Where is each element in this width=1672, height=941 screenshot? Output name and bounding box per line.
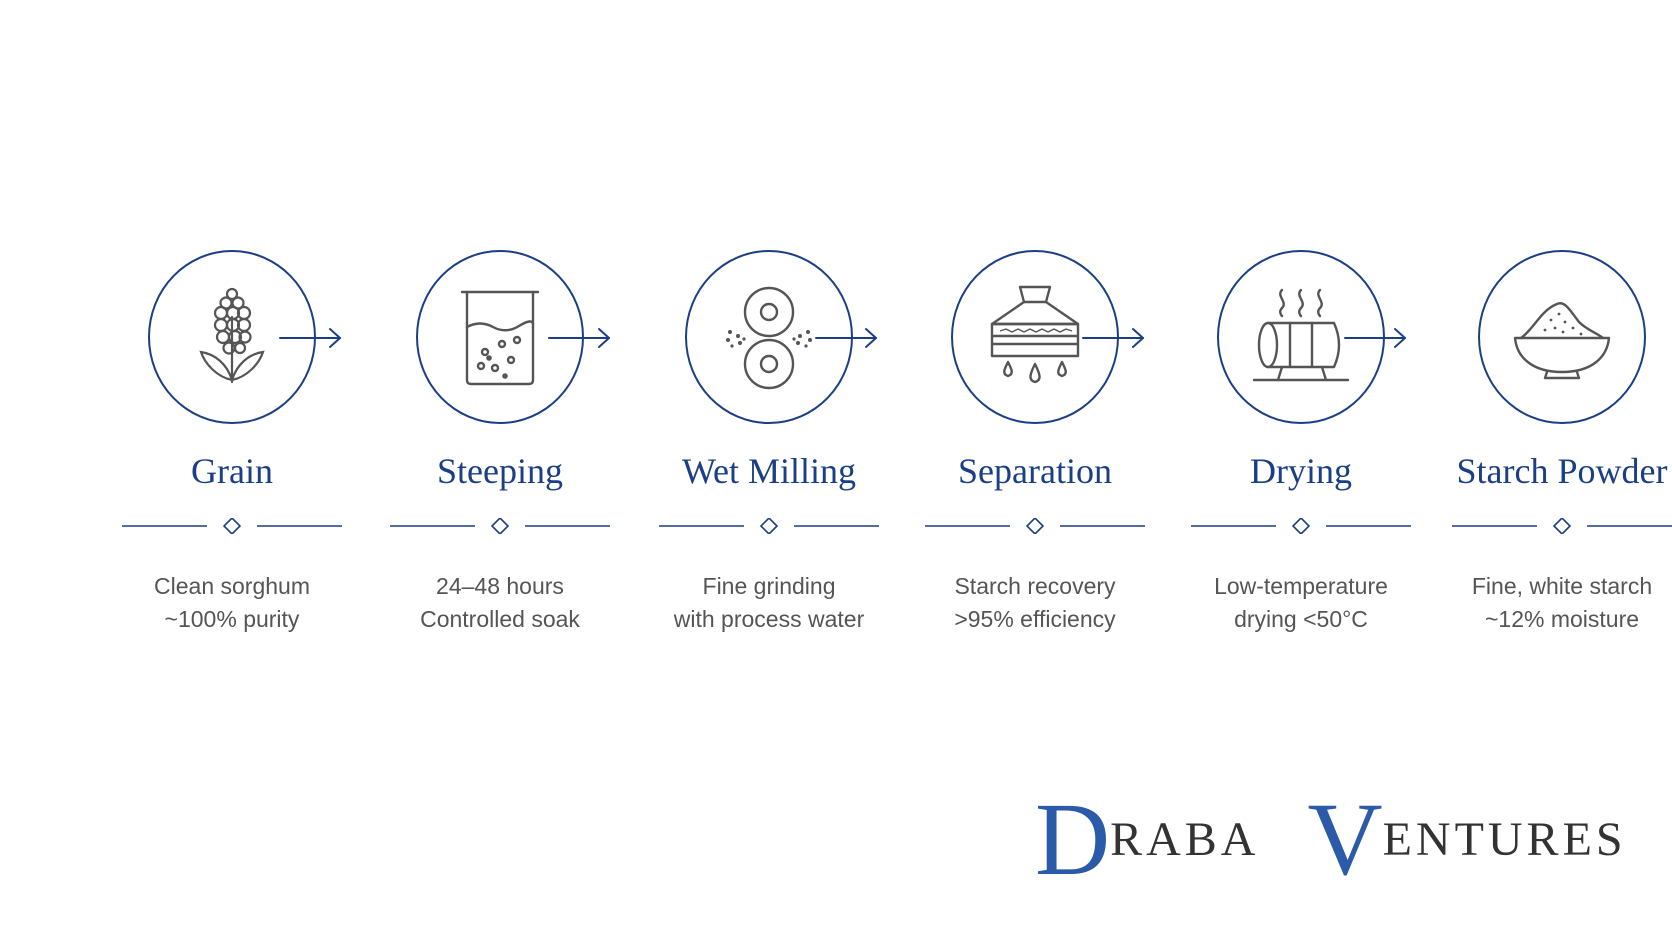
desc-line: 24–48 hours (436, 573, 564, 599)
logo-word-entures: ENTURES (1382, 813, 1627, 866)
arrow-right-icon (1082, 328, 1144, 348)
logo-initial-v: V (1307, 782, 1383, 897)
divider-diamond (1191, 518, 1411, 534)
step-description: Clean sorghum ~100% purity (77, 570, 387, 636)
step-description: Fine grinding with process water (614, 570, 924, 636)
step-title: Steeping (437, 451, 563, 491)
beaker-icon (460, 290, 540, 386)
desc-line: Low-temperature (1214, 573, 1388, 599)
desc-line: Starch recovery (954, 573, 1116, 599)
sorghum-plant-icon (199, 287, 265, 384)
rotary-dryer-icon (1252, 288, 1350, 382)
divider-diamond (122, 518, 342, 534)
desc-line: Clean sorghum (154, 573, 310, 599)
step-title: Wet Milling (681, 451, 857, 491)
step-description: Starch recovery >95% efficiency (880, 570, 1190, 636)
step-description: Low-temperature drying <50°C (1146, 570, 1456, 636)
mill-rollers-icon (726, 286, 812, 390)
process-flow: Grain Clean sorghum ~100% purity Steepin… (77, 250, 1672, 636)
logo-word-raba: RABA (1110, 813, 1260, 866)
divider-diamond (390, 518, 610, 534)
divider-diamond (1452, 518, 1672, 534)
desc-line: Fine grinding (702, 573, 836, 599)
step-icon-circle (1478, 250, 1646, 424)
separator-icon (990, 285, 1080, 384)
arrow-right-icon (815, 328, 877, 348)
arrow-right-icon (1344, 328, 1406, 348)
arrow-right-icon (548, 328, 610, 348)
step-description: Fine, white starch ~12% moisture (1407, 570, 1672, 636)
desc-line: ~100% purity (164, 606, 300, 632)
logo-initial-d: D (1035, 782, 1111, 897)
step-title: Starch Powder (1456, 451, 1668, 491)
step-title: Separation (958, 451, 1112, 491)
desc-line: Fine, white starch (1471, 573, 1653, 599)
step-title: Grain (191, 451, 273, 491)
desc-line: Controlled soak (420, 606, 580, 632)
step-description: 24–48 hours Controlled soak (345, 570, 655, 636)
arrow-right-icon (279, 328, 341, 348)
desc-line: >95% efficiency (954, 606, 1116, 632)
divider-diamond (659, 518, 879, 534)
desc-line: drying <50°C (1234, 606, 1368, 632)
powder-bowl-icon (1513, 302, 1611, 380)
divider-diamond (925, 518, 1145, 534)
desc-line: ~12% moisture (1484, 606, 1640, 632)
desc-line: with process water (673, 606, 865, 632)
step-title: Drying (1250, 451, 1352, 491)
